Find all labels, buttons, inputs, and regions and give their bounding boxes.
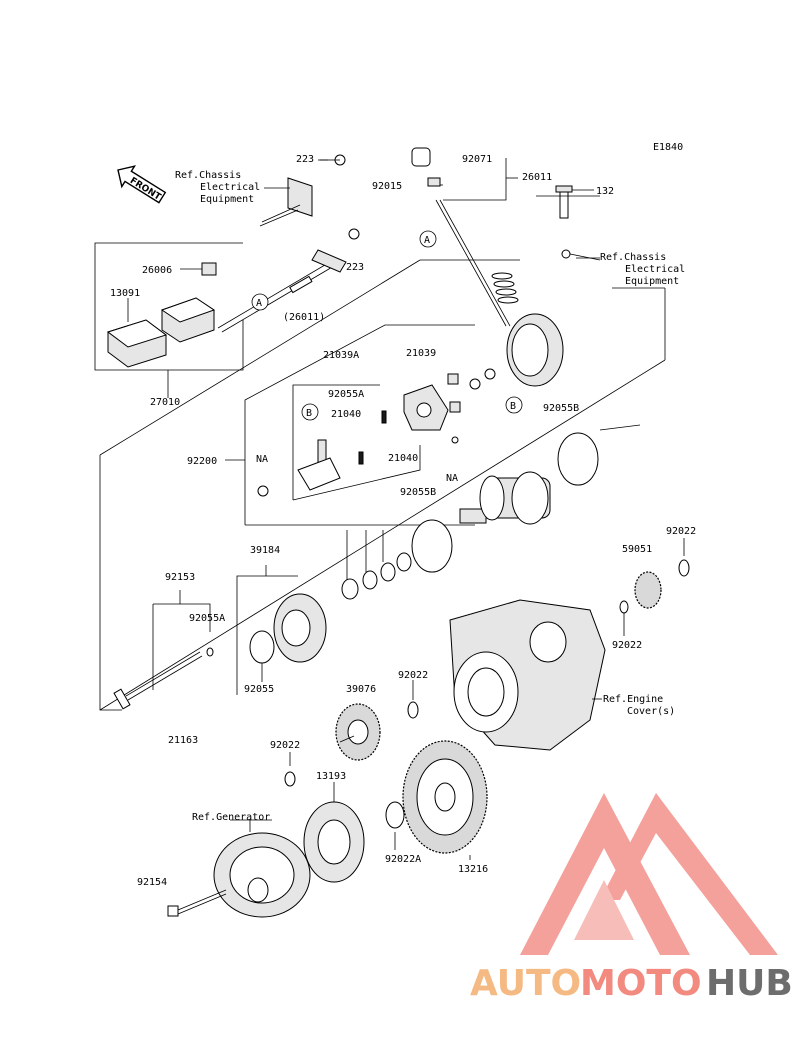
svg-text:Cover(s): Cover(s) [627, 706, 675, 717]
washer-92022-c [407, 701, 419, 719]
brush-21040b [358, 451, 364, 465]
washer-92022A [385, 801, 405, 829]
callout-B2: B [301, 403, 319, 421]
ref-chassis-right: Ref.Chassis Electrical Equipment [600, 252, 685, 287]
starter-relay [160, 297, 216, 343]
o-ring-92055B-left [411, 519, 453, 573]
watermark-hub: HUB [706, 963, 793, 1004]
svg-text:Ref.Generator: Ref.Generator [192, 812, 270, 823]
label-26006: 26006 [142, 265, 172, 276]
starter-rear-cover [469, 313, 564, 390]
label-26011: 26011 [522, 172, 552, 183]
fuse-26006 [201, 262, 217, 276]
svg-text:Equipment: Equipment [625, 276, 679, 287]
label-223b: 223 [346, 262, 364, 273]
relay-group [94, 242, 244, 398]
label-21163: 21163 [168, 735, 198, 746]
label-21040a: 21040 [331, 409, 361, 420]
label-NA1: NA [256, 454, 268, 465]
label-92022d: 92022 [270, 740, 300, 751]
label-92055: 92055 [244, 684, 274, 695]
svg-text:Equipment: Equipment [200, 194, 254, 205]
label-92022c: 92022 [398, 670, 428, 681]
starter-armature [459, 471, 551, 525]
svg-text:B: B [306, 408, 312, 419]
label-39076: 39076 [346, 684, 376, 695]
svg-text:Ref.Engine: Ref.Engine [603, 694, 663, 705]
callout-A2: A [251, 293, 269, 311]
o-ring-92055B-right [557, 432, 599, 486]
long-bolts-92153 [113, 590, 214, 710]
label-92200: 92200 [187, 456, 217, 467]
generator-rotor [213, 819, 311, 918]
watermark-auto: AUTO [470, 963, 581, 1004]
svg-text:B: B [510, 401, 516, 412]
engine-cover [449, 599, 606, 751]
label-59051: 59051 [622, 544, 652, 555]
label-13193: 13193 [316, 771, 346, 782]
label-92015: 92015 [372, 181, 402, 192]
svg-text:Ref.Chassis: Ref.Chassis [600, 252, 666, 263]
o-ring-92055 [249, 630, 275, 664]
label-92071: 92071 [462, 154, 492, 165]
label-21039: 21039 [406, 348, 436, 359]
washer-92022-a [678, 559, 690, 577]
label-92153: 92153 [165, 572, 195, 583]
label-92055A-top: 92055A [328, 389, 364, 400]
label-92022a: 92022 [666, 526, 696, 537]
diagram-code: E1840 [653, 142, 683, 153]
clutch-housing-39184 [236, 565, 327, 695]
watermark-logo [520, 793, 778, 955]
gear-13216 [402, 740, 488, 854]
spring-coil [491, 272, 519, 304]
relay-13091 [106, 319, 168, 368]
brush-holder-21039 [403, 373, 461, 444]
svg-text:Electrical: Electrical [200, 182, 260, 193]
label-92055B-mid: 92055B [400, 487, 436, 498]
washer-stack [341, 530, 412, 600]
brush-21040a [381, 410, 387, 424]
label-21040b: 21040 [388, 453, 418, 464]
logo-triangle-outer [520, 793, 690, 955]
callout-A1: A [419, 230, 437, 248]
label-92055B-top: 92055B [543, 403, 579, 414]
watermark-moto: MOTO [580, 963, 702, 1004]
label-223a: 223 [296, 154, 314, 165]
svg-text:A: A [424, 235, 430, 246]
washer-92022-d [284, 771, 296, 787]
watermark-text: AUTO MOTO HUB [470, 963, 793, 1004]
logo-inner [574, 880, 634, 940]
label-92022A: 92022A [385, 854, 421, 865]
gear-39076 [335, 703, 381, 761]
label-26011-paren: (26011) [283, 312, 325, 323]
brush-spring-assembly [257, 439, 341, 497]
label-132: 132 [596, 186, 614, 197]
lead-wire-26011 [411, 147, 601, 327]
label-21039A: 21039A [323, 350, 359, 361]
starter-outline [99, 455, 122, 711]
gear-59051 [634, 571, 662, 609]
logo-triangle-right [600, 793, 778, 955]
washer-92022-b [619, 600, 629, 614]
label-27010: 27010 [150, 397, 180, 408]
starter-clutch-13193 [303, 782, 365, 883]
label-13216: 13216 [458, 864, 488, 875]
label-39184: 39184 [250, 545, 280, 556]
ref-chassis-top: Ref.Chassis Electrical Equipment [175, 170, 290, 205]
svg-text:Electrical: Electrical [625, 264, 685, 275]
ref-engine-cover: Ref.Engine Cover(s) [603, 694, 675, 717]
callout-B1: B [505, 396, 523, 414]
label-NA2: NA [446, 473, 458, 484]
ref-generator: Ref.Generator [192, 812, 270, 823]
label-13091: 13091 [110, 288, 140, 299]
label-92055A-mid: 92055A [189, 613, 225, 624]
label-92022b: 92022 [612, 640, 642, 651]
svg-text:A: A [256, 298, 262, 309]
svg-text:Ref.Chassis: Ref.Chassis [175, 170, 241, 181]
front-arrow-icon: FRONT [117, 165, 167, 204]
label-92154: 92154 [137, 877, 167, 888]
bolt-92154 [167, 889, 227, 917]
